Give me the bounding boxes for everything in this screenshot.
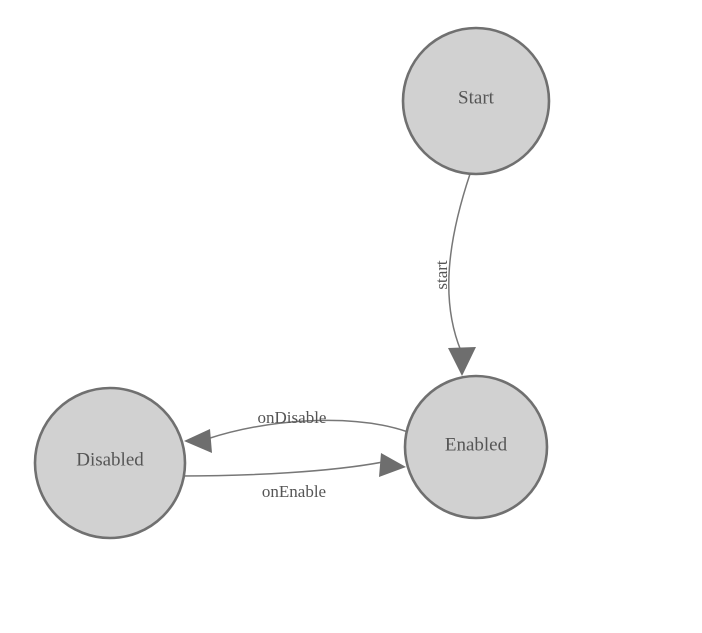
state-node-start-label: Start	[458, 87, 495, 108]
edge-disabled-to-enabled-path	[179, 461, 384, 477]
state-node-start-circle	[401, 26, 551, 176]
state-node-start[interactable]: Start	[401, 26, 551, 176]
edge-enabled-to-disabled-arrowhead	[184, 429, 212, 453]
edge-enabled-to-disabled-label: onDisable	[258, 408, 327, 427]
edge-start-to-enabled[interactable]: start	[432, 173, 476, 376]
state-node-disabled-label: Disabled	[76, 449, 144, 470]
edge-enabled-to-disabled-path	[206, 419, 409, 440]
edge-enabled-to-disabled[interactable]: onDisable	[184, 408, 409, 453]
state-node-disabled-circle	[33, 386, 187, 540]
edge-disabled-to-enabled-arrowhead	[379, 453, 406, 477]
edge-disabled-to-enabled-label: onEnable	[262, 482, 326, 501]
edge-start-to-enabled-arrowhead	[448, 347, 476, 376]
state-node-enabled-label: Enabled	[445, 434, 508, 455]
state-node-disabled[interactable]: Disabled	[33, 386, 187, 540]
state-node-enabled[interactable]: Enabled	[403, 374, 549, 520]
state-node-enabled-circle	[403, 374, 549, 520]
edge-start-to-enabled-path	[448, 173, 471, 352]
edge-start-to-enabled-label: start	[432, 260, 451, 290]
edge-disabled-to-enabled[interactable]: onEnable	[179, 453, 406, 501]
